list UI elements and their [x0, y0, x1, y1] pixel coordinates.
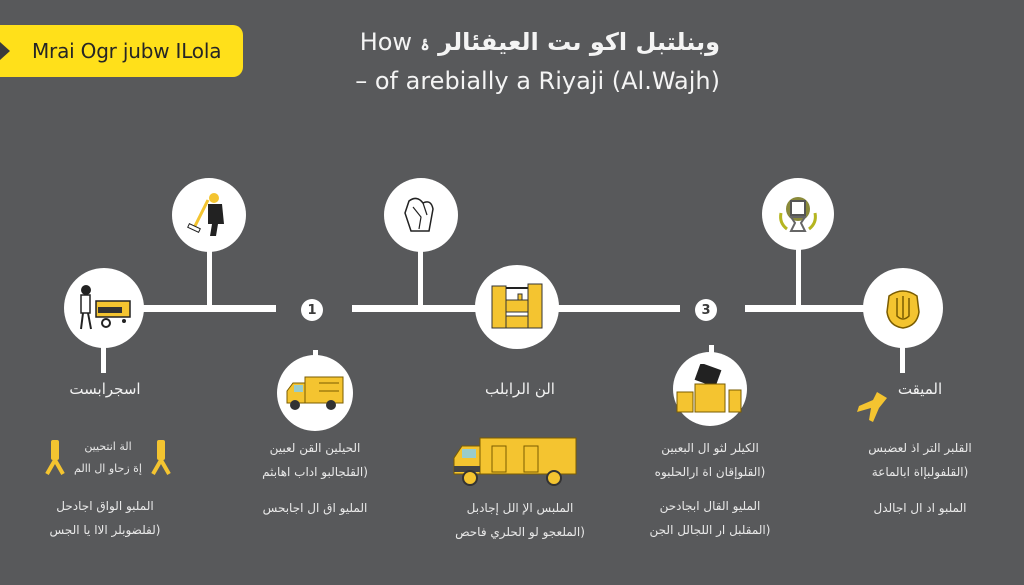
desc-line: (القلوإقان اة ارالحلبوه [654, 465, 766, 479]
desc-line: المليو اق ال اجابحس [262, 501, 368, 515]
award-laurel-icon [762, 178, 834, 250]
timeline-segment [140, 305, 276, 312]
delivery-truck-icon [277, 355, 353, 431]
title-en: How [359, 28, 413, 56]
packing-bag-icon [384, 178, 458, 252]
step-truck-description: الحيلين القن لعبين (القلجالبو اداب اهابث… [235, 436, 395, 520]
packed-boxes-icon [673, 352, 747, 426]
arrow-right-icon [0, 42, 10, 60]
helmet-icon [863, 268, 943, 348]
title-line-1: وبنلتبل اكو ىت العيفئالر ۂ How [340, 24, 720, 63]
large-truck-icon [452, 436, 578, 490]
step-boxes-description: الكيلر لثو ال البعبين (القلوإقان اة ارال… [630, 436, 790, 542]
title-line-2: – of arebially a Riyaji (Al.Wajh) [355, 67, 720, 95]
desc-line: (لفلضوبلر الاا يا الجس [49, 523, 161, 537]
timeline-segment [352, 305, 480, 312]
desc-line: الملبس الإ الل إجادبل [466, 501, 574, 515]
timeline-stem [709, 345, 714, 357]
ribbon-tie-icon [151, 440, 171, 475]
timeline-segment [555, 305, 680, 312]
timeline-stem [101, 345, 106, 373]
step-center-description: الملبس الإ الل إجادبل (الملعجو لو الحلري… [435, 496, 605, 544]
storage-boxes-icon [475, 265, 559, 349]
step-last-title: الميقت [897, 380, 943, 398]
desc-line: الملبو اد ال اجالدل [873, 501, 967, 515]
timeline-stem [207, 248, 212, 308]
banner-text: Mrai Ogr jubw ILola [32, 39, 222, 63]
desc-line: الحيلين القن لعبين [269, 441, 361, 455]
timeline-stem [418, 248, 423, 308]
step-last-description: القلبر التر اذ لعضبس (القلفولبإاة ابالما… [840, 436, 1000, 520]
page-title: وبنلتبل اكو ىت العيفئالر ۂ How – of areb… [340, 24, 720, 99]
desc-line: (الملعجو لو الحلري فاحص [455, 525, 585, 539]
step-center-title: الن الرابلب [485, 380, 555, 398]
step-badge-3: 3 [695, 299, 717, 321]
step-1-highlight: الة انتحيين إة زحاو ال االم [45, 438, 175, 478]
desc-line: المليو القال ابجادحن [659, 499, 761, 513]
step-1-description: الملبو الواق اجادحل (لفلضوبلر الاا يا ال… [20, 494, 190, 542]
desc-line: (المقلبل ار اللجالل الجن [649, 523, 771, 537]
timeline-segment [745, 305, 870, 312]
desc-line: الملبو الواق اجادحل [56, 499, 154, 513]
step-1-highlight-line: إة زحاو ال االم [74, 462, 142, 475]
worker-with-tool-icon [172, 178, 246, 252]
step-1-title: اسجرابست [69, 380, 141, 398]
timeline-stem [900, 345, 905, 373]
step-1-highlight-line: الة انتحيين [84, 440, 132, 453]
ribbon-tie-icon [857, 392, 887, 422]
header-banner: Mrai Ogr jubw ILola [0, 25, 243, 77]
desc-line: القلبر التر اذ لعضبس [868, 441, 972, 455]
title-arabic: وبنلتبل اكو ىت العيفئالر [438, 28, 720, 56]
step-badge-1: 1 [301, 299, 323, 321]
title-glyph: ۂ [420, 35, 430, 54]
worker-with-cart-icon [64, 268, 144, 348]
timeline-stem [796, 248, 801, 308]
desc-line: الكيلر لثو ال البعبين [661, 441, 759, 455]
desc-line: (القلفولبإاة ابالماعة [871, 465, 969, 479]
ribbon-tie-icon [45, 440, 65, 475]
desc-line: (القلجالبو اداب اهابثم [262, 465, 368, 479]
